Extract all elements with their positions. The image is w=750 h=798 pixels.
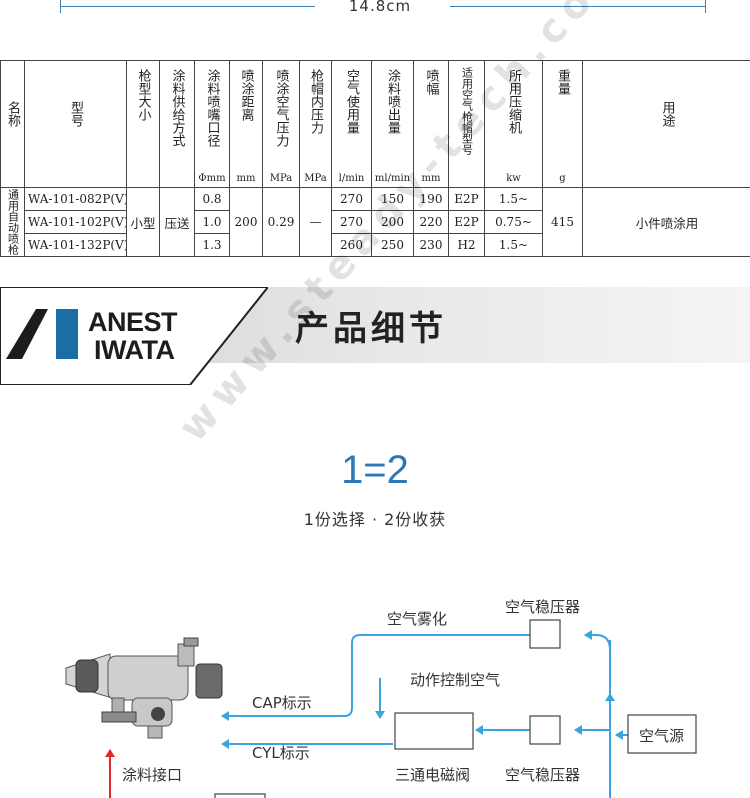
cell-air-cap: E2P xyxy=(448,210,485,234)
cell-usage: 小件喷涂用 xyxy=(582,187,750,257)
dimension-tick-right xyxy=(705,0,706,13)
header-model: 型号 xyxy=(24,60,127,188)
label-paint-inlet: 涂料接口 xyxy=(122,766,183,784)
table-row: WA-101-132P(V) 1.3 260 250 230 H2 1.5~ xyxy=(1,233,750,257)
cell-gun-size: 小型 xyxy=(126,187,160,257)
logo-text-line2: IWATA xyxy=(94,335,175,365)
regulator-bottom-box xyxy=(529,715,561,745)
cell-paint-output: 200 xyxy=(371,210,414,234)
cell-model: WA-101-132P(V) xyxy=(24,233,127,257)
cell-cap-inner-pressure: — xyxy=(299,187,332,257)
air-flow-diagram xyxy=(65,619,697,798)
label-air-source: 空气源 xyxy=(639,727,685,745)
header-usage: 用途 xyxy=(582,60,750,188)
cell-spray-distance: 200 xyxy=(229,187,263,257)
cell-paint-output: 150 xyxy=(371,187,414,211)
table-row: 通用自动喷枪 WA-101-082P(V) 小型 压送 0.8 200 0.29… xyxy=(0,187,750,257)
cell-nozzle: 1.3 xyxy=(194,233,230,257)
header-gun-size: 枪型大小 xyxy=(126,60,160,188)
cell-nozzle: 1.0 xyxy=(194,210,230,234)
header-feed-type: 涂料供给方式 xyxy=(159,60,195,188)
dimension-label: 14.8cm xyxy=(348,0,412,15)
cell-model: WA-101-102P(V) xyxy=(24,210,127,234)
headline: 1=2 xyxy=(341,448,409,492)
cell-compressor: 1.5~ xyxy=(484,233,543,257)
dimension-bar: 14.8cm xyxy=(0,0,750,22)
logo-panel xyxy=(0,287,268,385)
label-cyl: CYL标示 xyxy=(252,744,310,762)
dimension-line-left xyxy=(60,6,315,7)
cell-spray-width: 230 xyxy=(413,233,449,257)
label-air-atomize: 空气雾化 xyxy=(387,610,448,628)
cell-name: 通用自动喷枪 xyxy=(0,187,25,257)
anest-iwata-logo-icon xyxy=(6,309,78,359)
spray-gun-icon xyxy=(65,637,223,739)
cell-spray-air-pressure: 0.29 xyxy=(262,187,300,257)
unit-paint-output: ml/min xyxy=(374,173,411,184)
cell-compressor: 0.75~ xyxy=(484,210,543,234)
label-regulator-bottom: 空气稳压器 xyxy=(505,766,581,784)
unit-spray-width: mm xyxy=(421,173,441,184)
label-regulator-top: 空气稳压器 xyxy=(505,598,581,616)
cell-air-usage: 270 xyxy=(331,210,372,234)
cell-nozzle: 0.8 xyxy=(194,187,230,211)
cell-air-usage: 270 xyxy=(331,187,372,211)
cell-feed-type: 压送 xyxy=(159,187,195,257)
unit-cap-inner-pressure: MPa xyxy=(304,173,327,184)
solenoid-valve-box xyxy=(394,712,474,750)
product-detail-banner: ANEST IWATA 产品细节 xyxy=(0,287,750,385)
dimension-line-right xyxy=(450,6,706,7)
unit-spray-air-pressure: MPa xyxy=(269,173,293,184)
unit-air-usage: l/min xyxy=(338,173,365,184)
unit-nozzle: Φmm xyxy=(198,173,226,184)
table-row: WA-101-102P(V) 1.0 270 200 220 E2P 0.75~ xyxy=(1,210,750,234)
cell-model: WA-101-082P(V) xyxy=(24,187,127,211)
header-name: 名称 xyxy=(0,60,25,188)
cell-weight: 415 xyxy=(542,187,583,257)
cell-spray-width: 220 xyxy=(413,210,449,234)
cell-air-cap: H2 xyxy=(448,233,485,257)
label-solenoid: 三通电磁阀 xyxy=(395,766,471,784)
unit-compressor: kw xyxy=(506,173,521,184)
banner-title: 产品细节 xyxy=(295,309,447,349)
cell-spray-width: 190 xyxy=(413,187,449,211)
cell-air-usage: 260 xyxy=(331,233,372,257)
regulator-top-box xyxy=(529,619,561,649)
logo-text-line1: ANEST xyxy=(88,307,178,337)
unit-spray-distance: mm xyxy=(236,173,256,184)
subtitle: 1份选择 · 2份收获 xyxy=(303,510,447,529)
label-action-air: 动作控制空气 xyxy=(410,671,501,689)
air-source-box xyxy=(627,714,697,754)
paint-supply-box xyxy=(214,793,266,798)
header-air-cap-model: 适用空气枪帽型号 xyxy=(448,60,485,188)
cell-air-cap: E2P xyxy=(448,187,485,211)
label-cap: CAP标示 xyxy=(252,694,312,712)
unit-weight: g xyxy=(559,173,566,184)
cell-paint-output: 250 xyxy=(371,233,414,257)
cell-compressor: 1.5~ xyxy=(484,187,543,211)
